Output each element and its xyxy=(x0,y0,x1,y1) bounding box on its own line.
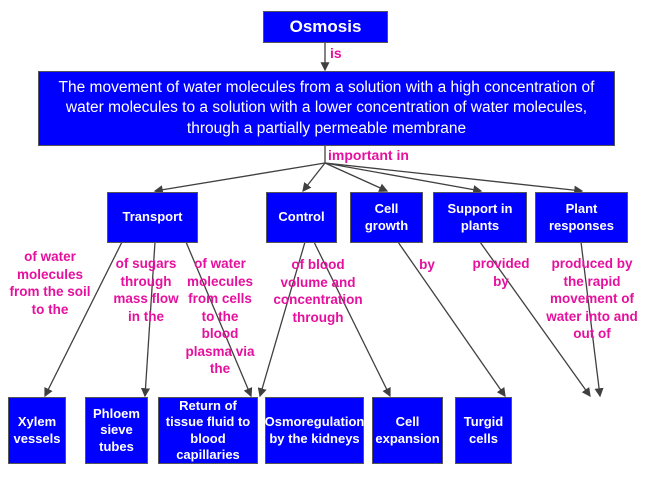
arrow-to-control xyxy=(302,162,326,193)
arrow-to-support xyxy=(324,162,483,195)
arrow-to-plant-responses xyxy=(324,162,584,195)
definition-text: The movement of water molecules from a s… xyxy=(58,78,595,137)
link-label-osmoregulation: of blood volume and concentration throug… xyxy=(273,257,363,325)
link-label-return: of water molecules from cells to the blo… xyxy=(185,256,255,377)
arrow-cellgrowth-expansion xyxy=(397,241,506,398)
category-control: Control xyxy=(266,192,337,243)
arrow-control-return xyxy=(257,241,306,398)
outcome-label: Cell expansion xyxy=(375,414,440,446)
arrow-support-turgid xyxy=(479,241,591,398)
category-label: Cell growth xyxy=(364,201,409,233)
outcome-return-tissue-fluid: Return of tissue fluid to blood capillar… xyxy=(158,397,258,464)
category-cell-growth: Cell growth xyxy=(350,192,423,243)
category-support-in-plants: Support in plants xyxy=(433,192,527,243)
outcome-label: Osmoregulation by the kidneys xyxy=(264,414,365,446)
arrow-transport-xylem xyxy=(44,241,123,398)
link-label-turgid: produced by the rapid movement of water … xyxy=(546,256,638,342)
root-node: Osmosis xyxy=(263,11,388,43)
root-label: Osmosis xyxy=(289,17,362,37)
definition-node: The movement of water molecules from a s… xyxy=(38,71,615,146)
outcome-phloem-sieve-tubes: Phloem sieve tubes xyxy=(85,397,148,464)
link-label-support: provided by xyxy=(472,256,530,289)
arrow-transport-phloem xyxy=(140,241,156,398)
outcome-label: Return of tissue fluid to blood capillar… xyxy=(165,398,251,462)
outcome-label: Phloem sieve tubes xyxy=(93,406,140,454)
category-label: Support in plants xyxy=(447,201,513,233)
outcome-turgid-cells: Turgid cells xyxy=(455,397,512,464)
category-label: Transport xyxy=(122,209,183,225)
outcome-cell-expansion: Cell expansion xyxy=(372,397,443,464)
outcome-label: Xylem vessels xyxy=(13,414,61,446)
category-label: Plant responses xyxy=(548,201,615,233)
link-label-is: is xyxy=(330,45,342,61)
link-label-cell-expansion: by xyxy=(419,257,435,272)
arrow-to-cell-growth xyxy=(324,162,389,192)
category-plant-responses: Plant responses xyxy=(535,192,628,243)
arrow-responses-turgid xyxy=(580,241,604,398)
category-transport: Transport xyxy=(107,192,198,243)
outcome-xylem-vessels: Xylem vessels xyxy=(8,397,66,464)
link-label-phloem: of sugars through mass flow in the xyxy=(113,256,179,324)
outcome-label: Turgid cells xyxy=(463,414,504,446)
arrow-to-transport xyxy=(153,162,326,195)
arrow-control-osmoregulation xyxy=(313,241,391,398)
category-label: Control xyxy=(278,209,325,225)
link-label-important-in: important in xyxy=(328,147,409,163)
arrow-transport-return xyxy=(185,241,253,398)
outcome-osmoregulation: Osmoregulation by the kidneys xyxy=(265,397,364,464)
link-label-xylem: of water molecules from the soil to the xyxy=(9,249,91,317)
